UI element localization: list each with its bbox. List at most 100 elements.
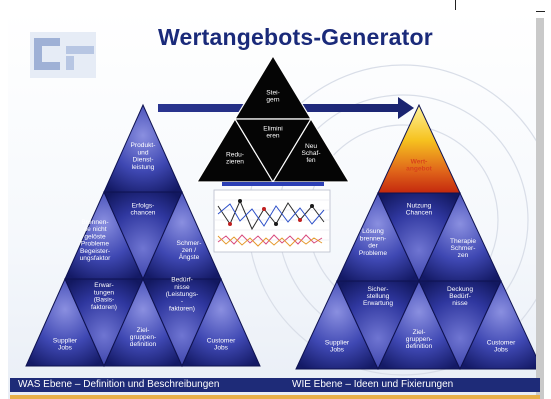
label-line: Probleme bbox=[359, 250, 388, 257]
label-line: chancen bbox=[131, 210, 156, 217]
lp-bottom-mid-label: Ziel-gruppen-definition bbox=[130, 327, 157, 348]
label-line: eren bbox=[266, 133, 280, 140]
slide-shadow bbox=[536, 18, 544, 399]
ct-top-label: Stei-gern bbox=[266, 89, 280, 103]
label-line: tungen bbox=[94, 289, 115, 296]
label-line: Ziel- bbox=[137, 327, 150, 334]
label-line: nisse bbox=[452, 300, 468, 307]
label-line: Jobs bbox=[494, 347, 509, 354]
label-line: Lösung bbox=[362, 228, 384, 235]
label-line: zen / bbox=[182, 247, 196, 254]
label-line: faktoren) bbox=[91, 304, 117, 311]
label-line: gruppen- bbox=[130, 334, 156, 341]
label-line: fen bbox=[306, 157, 315, 164]
footer-left-bar: WAS Ebene – Definition und Beschreibunge… bbox=[10, 378, 280, 392]
label-line: Nutzung bbox=[407, 202, 432, 209]
label-line: Wert- bbox=[411, 158, 428, 165]
label-line: Erwartung bbox=[363, 300, 393, 307]
label-line: Brennen- bbox=[81, 219, 108, 226]
lp-row3-left-label: Erwar-tungen(Basis-faktoren) bbox=[91, 282, 117, 311]
label-line: Bedürf- bbox=[449, 293, 471, 300]
lp-row3-right-label: Bedürf-nisse(Leistungs--faktoren) bbox=[166, 277, 199, 313]
label-line: definition bbox=[130, 341, 157, 348]
right-pyramid bbox=[295, 103, 536, 371]
label-line: der bbox=[368, 243, 378, 250]
label-line: gelöste bbox=[84, 233, 106, 240]
lp-mid-left-label: Erfolgs-chancen bbox=[131, 202, 156, 216]
footer-left-strip bbox=[10, 395, 280, 399]
logo-icon bbox=[30, 32, 96, 78]
label-line: Schaf- bbox=[301, 150, 320, 157]
label-line: Erfolgs- bbox=[132, 202, 155, 209]
label-line: Probleme bbox=[81, 241, 110, 248]
center-triangle bbox=[195, 54, 351, 184]
label-line: brennen- bbox=[360, 235, 386, 242]
rp-bottom-mid-label: Ziel-gruppen-definition bbox=[406, 329, 433, 350]
label-line: de nicht bbox=[83, 226, 106, 233]
left-pyramid bbox=[25, 103, 261, 368]
label-line: Dienst- bbox=[133, 157, 154, 164]
label-line: Therapie bbox=[450, 238, 476, 245]
label-line: Ziel- bbox=[413, 329, 426, 336]
label-line: angebot bbox=[406, 166, 432, 173]
label-line: Deckung bbox=[447, 286, 473, 293]
label-line: Redu- bbox=[226, 151, 244, 158]
label-line: Jobs bbox=[330, 347, 345, 354]
label-line: Produkt- bbox=[131, 142, 156, 149]
label-line: Customer bbox=[207, 337, 236, 344]
label-line: gruppen- bbox=[406, 336, 432, 343]
label-line: stellung bbox=[367, 293, 390, 300]
label-line: Supplier bbox=[325, 339, 350, 346]
label-line: Supplier bbox=[53, 337, 78, 344]
ct-left-label: Redu-zieren bbox=[226, 151, 244, 165]
footer-right-bar: WIE Ebene – Ideen und Fixierungen bbox=[280, 378, 540, 392]
label-line: Schmer- bbox=[451, 245, 476, 252]
label-line: Stei- bbox=[266, 89, 280, 96]
label-line: Jobs bbox=[58, 345, 73, 352]
label-line: Chancen bbox=[406, 210, 433, 217]
rp-apex-label: Wert-angebot bbox=[406, 158, 432, 172]
label-line: (Basis- bbox=[94, 297, 115, 304]
label-line: leistung bbox=[132, 164, 155, 171]
page-title: Wertangebots-Generator bbox=[158, 24, 433, 50]
label-line: zieren bbox=[226, 159, 244, 166]
lp-mid-right-label: Schmer-zen /Ängste bbox=[177, 240, 202, 261]
chart-thumbnail-icon bbox=[213, 182, 331, 253]
label-line: Ängste bbox=[179, 253, 200, 261]
label-line: Neu bbox=[305, 143, 317, 150]
label-line: gern bbox=[266, 97, 280, 104]
label-line: Schmer- bbox=[177, 240, 202, 247]
corner-mark bbox=[455, 0, 456, 12]
label-line: Bedürf- bbox=[171, 277, 193, 284]
label-line: Elimini bbox=[263, 125, 283, 132]
label-line: zen bbox=[458, 252, 469, 259]
label-line: Begeister- bbox=[80, 248, 110, 255]
label-line: Customer bbox=[487, 339, 516, 346]
label-line: (Leistungs- bbox=[166, 291, 199, 298]
label-line: ungsfaktor bbox=[80, 255, 112, 262]
label-line: - bbox=[181, 298, 183, 305]
footer-right-strip bbox=[280, 395, 540, 399]
label-line: und bbox=[137, 149, 148, 156]
label-line: Jobs bbox=[214, 345, 229, 352]
label-line: nisse bbox=[174, 284, 190, 291]
label-line: faktoren) bbox=[169, 305, 195, 312]
